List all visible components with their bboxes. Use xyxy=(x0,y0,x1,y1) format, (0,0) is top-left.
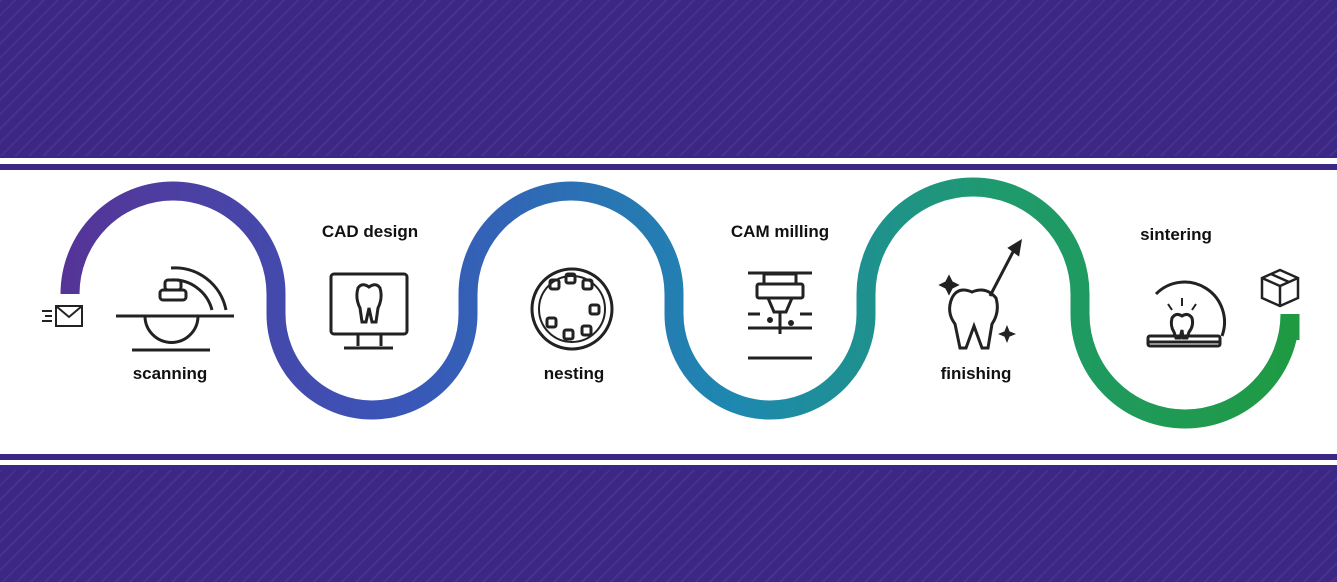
milling-spindle-icon xyxy=(748,271,812,360)
top-divider-stripe xyxy=(0,158,1337,164)
step-label-nesting: nesting xyxy=(544,364,604,383)
scanner-icon xyxy=(116,266,234,352)
email-icon xyxy=(42,305,83,327)
step-label-finishing: finishing xyxy=(941,364,1012,383)
step-label-cad-design: CAD design xyxy=(322,222,418,241)
step-label-sintering: sintering xyxy=(1140,225,1212,244)
sintering-furnace-icon xyxy=(1146,280,1226,348)
bottom-background-band xyxy=(0,470,1337,582)
process-path xyxy=(60,177,1300,429)
step-label-scanning: scanning xyxy=(133,364,208,383)
step-label-cam-milling: CAM milling xyxy=(731,222,829,241)
top-background-band xyxy=(0,0,1337,156)
bottom-divider-stripe xyxy=(0,460,1337,465)
process-flow-diagram: scanning CAD design nesting CAM milling … xyxy=(42,177,1300,429)
nesting-disc-icon xyxy=(530,267,614,351)
package-icon xyxy=(1260,268,1300,308)
tooth-brush-icon xyxy=(938,239,1023,350)
monitor-tooth-icon xyxy=(329,272,409,350)
